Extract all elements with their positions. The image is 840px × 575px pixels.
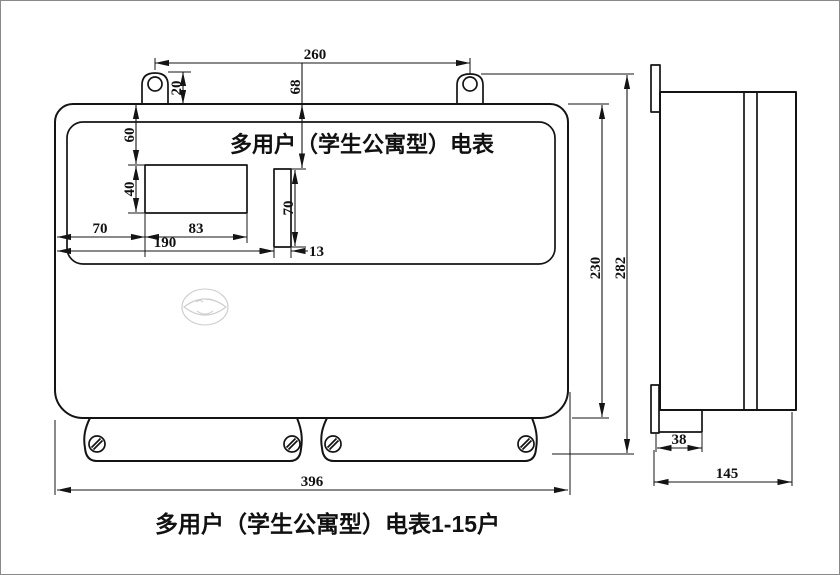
door-panel: [66, 121, 556, 265]
dim-label-70-left: 70: [93, 221, 108, 237]
dim-label-40: 40: [122, 182, 138, 197]
mounting-tab-left: [141, 72, 169, 104]
dim-70-slot: [291, 168, 306, 248]
dimensions: [54, 58, 793, 495]
dim-20: [168, 71, 191, 104]
dim-145: [653, 412, 793, 486]
dim-83: [145, 214, 248, 243]
dim-13: [258, 247, 308, 258]
dim-label-145: 145: [716, 466, 739, 482]
dim-label-70-slot: 70: [281, 201, 297, 216]
display-window: [144, 164, 248, 214]
terminal-cover-left: [83, 417, 303, 462]
dim-label-20: 20: [169, 81, 185, 96]
annotations: 260 20 68 60 40 70 83 190 13 70 230 282 …: [93, 47, 739, 537]
dim-label-282: 282: [613, 257, 629, 280]
card-slot: [273, 168, 292, 248]
front-view: [54, 72, 569, 462]
side-body-outline: [659, 91, 797, 411]
dim-60: [128, 105, 146, 166]
meter-body-outline: [54, 103, 569, 419]
cover-screws: [88, 435, 535, 453]
meter-title: 多用户（学生公寓型）电表: [230, 132, 495, 157]
screw: [283, 435, 301, 453]
dim-label-38: 38: [672, 432, 687, 448]
dim-190: [57, 247, 275, 258]
dim-label-260: 260: [304, 47, 327, 63]
dim-label-396: 396: [301, 474, 324, 490]
dim-label-13: 13: [309, 244, 324, 260]
dim-label-68: 68: [288, 80, 304, 95]
dim-label-190: 190: [154, 235, 177, 251]
screw: [88, 435, 106, 453]
side-mounting-tab-top: [650, 64, 661, 113]
mounting-hole-left: [147, 76, 163, 92]
side-view: [650, 64, 797, 434]
logo-emblem: [181, 288, 229, 326]
drawing-caption: 多用户（学生公寓型）电表1-15户: [155, 511, 500, 537]
dim-260: [154, 58, 471, 74]
dim-label-60: 60: [122, 128, 138, 143]
terminal-cover-right: [320, 417, 538, 462]
side-bottom-step: [659, 410, 703, 433]
mounting-hole-right: [462, 76, 478, 92]
dim-230: [568, 103, 609, 419]
dim-40: [128, 166, 146, 214]
dim-38: [655, 433, 703, 452]
dim-label-230: 230: [588, 257, 604, 280]
dim-396: [54, 392, 571, 495]
dim-282: [481, 73, 634, 455]
dim-label-83: 83: [189, 221, 204, 237]
screw: [324, 435, 342, 453]
screw: [517, 435, 535, 453]
